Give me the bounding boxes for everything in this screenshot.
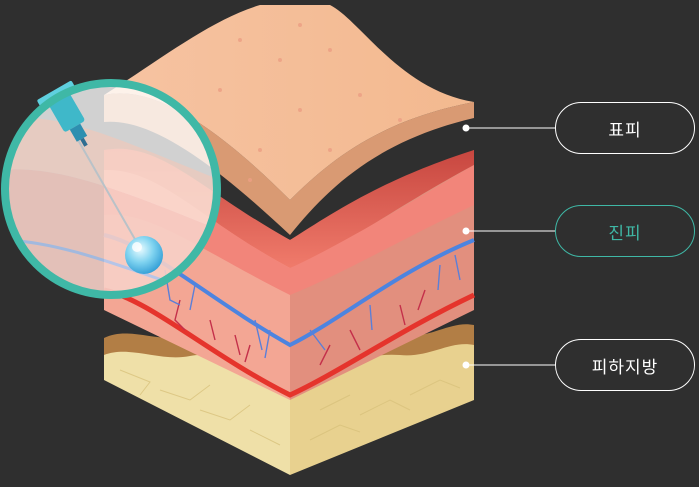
label-subcutaneous: 피하지방 bbox=[555, 339, 695, 391]
lens-ring bbox=[1, 79, 221, 299]
label-dermis: 진피 bbox=[555, 205, 695, 257]
magnifier-lens bbox=[1, 79, 221, 299]
callout-lines bbox=[462, 124, 555, 369]
label-epidermis: 표피 bbox=[555, 102, 695, 154]
